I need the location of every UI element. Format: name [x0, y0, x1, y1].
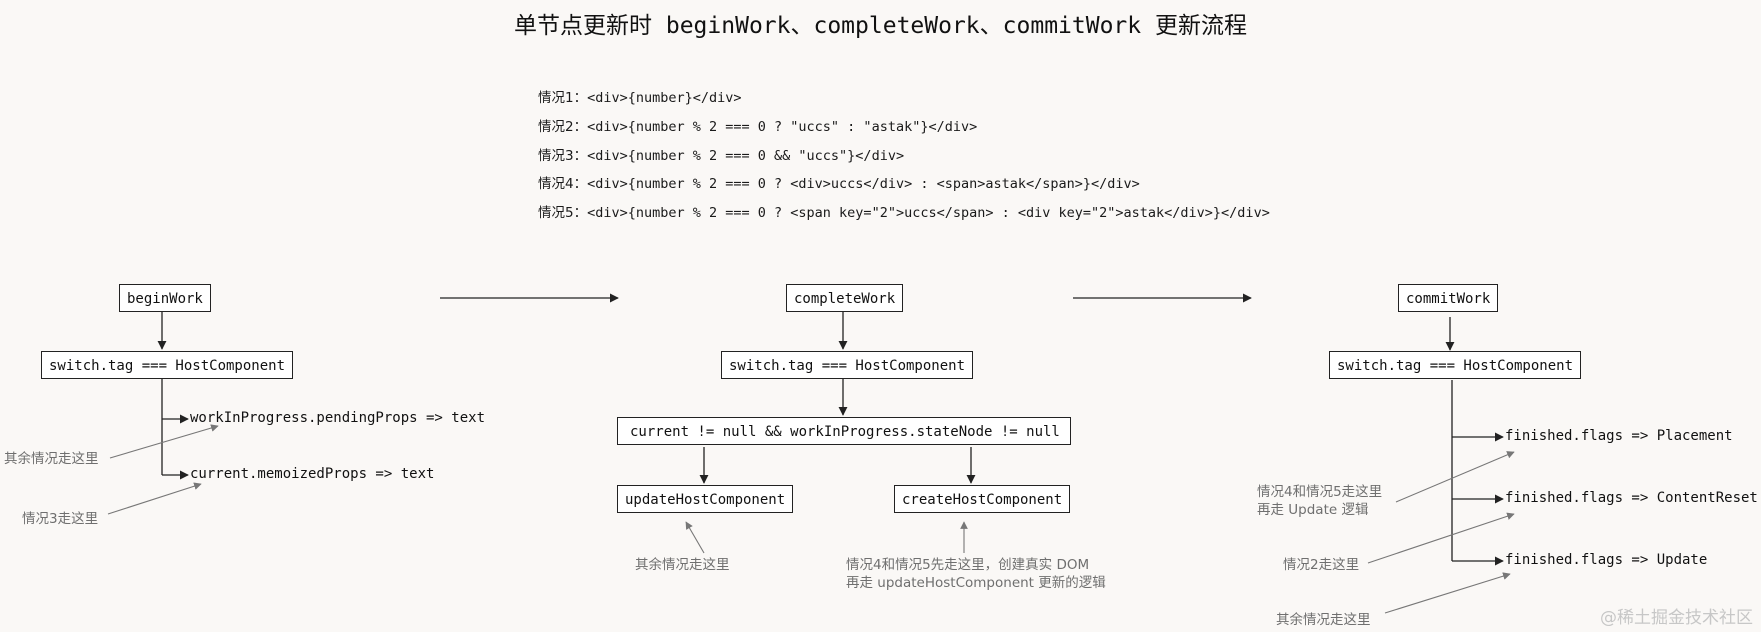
case-label: 情况4：: [538, 176, 588, 192]
completework-switch-box: switch.tag === HostComponent: [721, 351, 974, 379]
beginwork-note-default: 其余情况走这里: [4, 451, 99, 467]
note-arrow-commit-3: [1384, 572, 1511, 614]
completework-box: completeWork: [786, 284, 904, 312]
note-arrow-commit-2: [1367, 512, 1515, 564]
beginwork-branch-memoized-props: current.memoizedProps => text: [190, 466, 435, 482]
case-3: 情况3：<div>{number % 2 === 0 && "uccs"}</d…: [538, 144, 904, 164]
completework-note-update: 其余情况走这里: [635, 557, 730, 573]
case-code: <div>{number % 2 === 0 && "uccs"}</div>: [587, 148, 905, 164]
case-label: 情况1：: [538, 90, 588, 106]
case-code: <div>{number % 2 === 0 ? <div>uccs</div>…: [587, 176, 1140, 192]
case-code: <div>{number % 2 === 0 ? "uccs" : "astak…: [587, 119, 978, 135]
commitwork-note-default: 其余情况走这里: [1276, 612, 1371, 628]
note-arrow-commit-1: [1395, 451, 1515, 503]
watermark: @稀土掘金技术社区: [1600, 608, 1753, 628]
case-code: <div>{number}</div>: [587, 90, 742, 106]
commit-flag-update: finished.flags => Update: [1505, 552, 1708, 568]
case-label: 情况5：: [538, 205, 588, 221]
case-label: 情况3：: [538, 148, 588, 164]
commitwork-switch-box: switch.tag === HostComponent: [1329, 351, 1582, 379]
commit-flag-placement: finished.flags => Placement: [1505, 428, 1733, 444]
commitwork-note-case2: 情况2走这里: [1283, 557, 1360, 573]
completework-note-create-2: 再走 updateHostComponent 更新的逻辑: [846, 575, 1106, 591]
beginwork-switch-box: switch.tag === HostComponent: [41, 351, 294, 379]
case-4: 情况4：<div>{number % 2 === 0 ? <div>uccs</…: [538, 172, 1140, 192]
note-arrow-begin-1: [109, 424, 219, 459]
update-host-component-box: updateHostComponent: [617, 485, 794, 513]
commitwork-box: commitWork: [1398, 284, 1499, 312]
completework-note-create-1: 情况4和情况5先走这里，创建真实 DOM: [846, 557, 1090, 573]
commitwork-note-case45-b: 再走 Update 逻辑: [1257, 502, 1369, 518]
case-1: 情况1：<div>{number}</div>: [538, 86, 742, 106]
case-code: <div>{number % 2 === 0 ? <span key="2">u…: [587, 205, 1270, 221]
commitwork-note-case45-a: 情况4和情况5走这里: [1257, 484, 1383, 500]
case-5: 情况5：<div>{number % 2 === 0 ? <span key="…: [538, 201, 1270, 221]
case-2: 情况2：<div>{number % 2 === 0 ? "uccs" : "a…: [538, 115, 977, 135]
commit-flag-contentreset: finished.flags => ContentReset: [1505, 490, 1758, 506]
beginwork-note-case3: 情况3走这里: [22, 511, 99, 527]
note-arrow-begin-2: [107, 482, 202, 515]
case-label: 情况2：: [538, 119, 588, 135]
page-title: 单节点更新时 beginWork、completeWork、commitWork…: [514, 13, 1247, 39]
beginwork-branch-pending-props: workInProgress.pendingProps => text: [190, 410, 486, 426]
create-host-component-box: createHostComponent: [894, 485, 1071, 513]
completework-condition-box: current != null && workInProgress.stateN…: [617, 417, 1071, 445]
note-arrow-complete-update: [685, 521, 705, 554]
beginwork-box: beginWork: [119, 284, 211, 312]
